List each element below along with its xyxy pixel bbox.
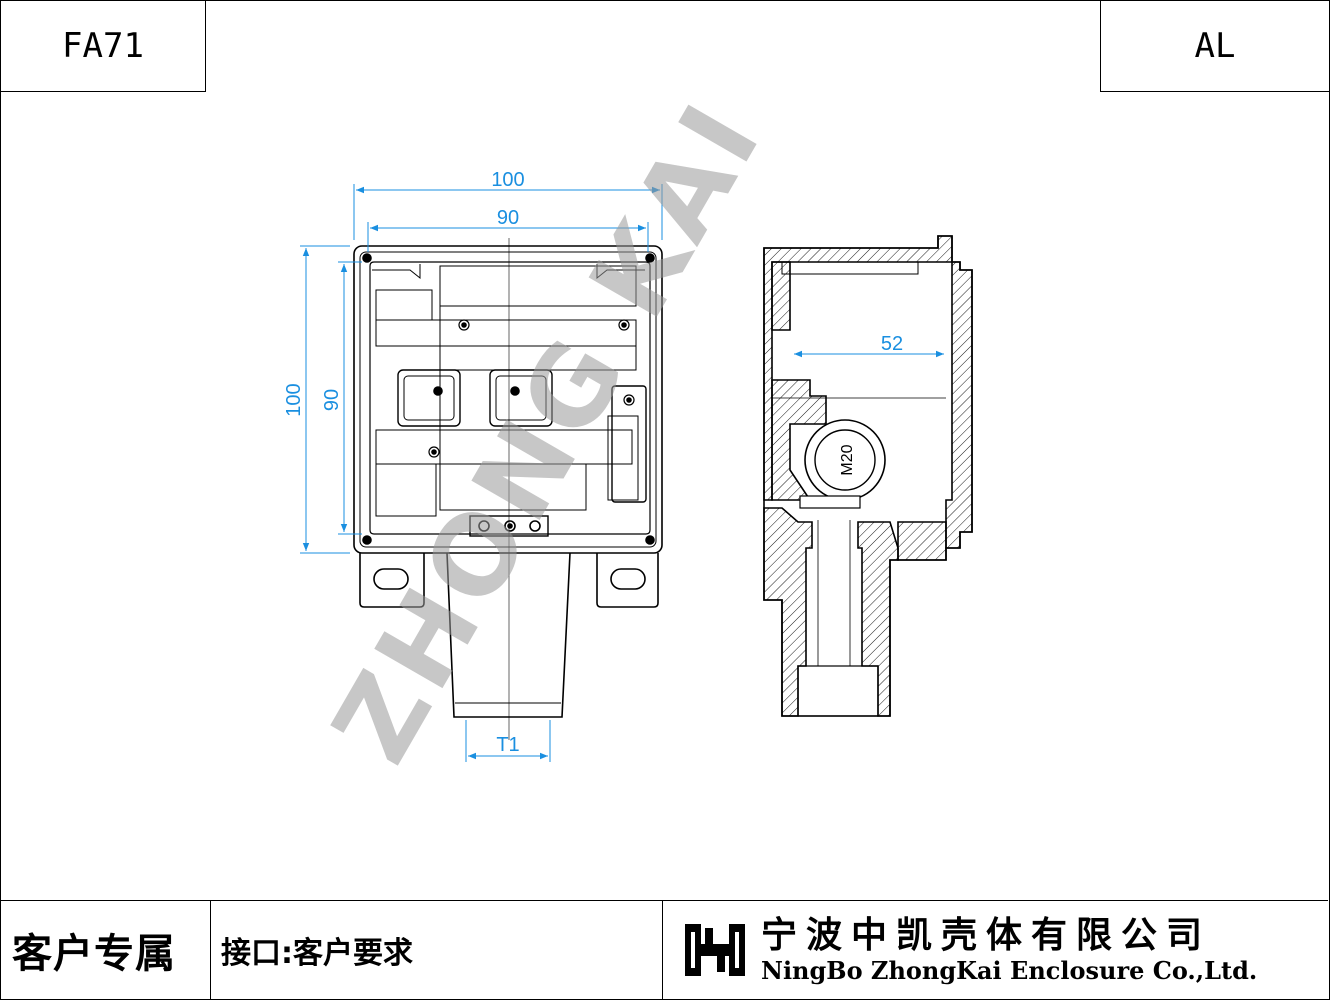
spout-label: T1	[496, 734, 519, 756]
technical-drawing: 100 90 100 90 T1 52 M20 ZHONG	[283, 81, 973, 783]
front-view	[353, 238, 663, 740]
inner-width-label: 90	[497, 207, 519, 229]
interface-note: 接口:客户要求	[221, 936, 413, 971]
company-name-cn: 宁波中凯壳体有限公司	[761, 915, 1212, 956]
customer-cell: 客户专属	[0, 900, 211, 999]
interface-cell: 接口:客户要求	[211, 900, 663, 999]
material-code: AL	[1194, 26, 1236, 66]
depth-label: 52	[881, 333, 903, 355]
model-code-cell: FA71	[0, 0, 206, 92]
side-dimension-labels: 52 M20	[839, 333, 903, 476]
model-code: FA71	[62, 26, 144, 66]
side-view	[763, 235, 973, 717]
customer-label: 客户专属	[12, 931, 176, 977]
watermark-text: ZHONG KAI	[310, 81, 788, 783]
thread-label: M20	[839, 444, 856, 475]
outer-width-label: 100	[491, 169, 524, 191]
material-cell: AL	[1100, 0, 1330, 92]
front-dimensions	[300, 184, 663, 762]
company-name-en: NingBo ZhongKai Enclosure Co.,Ltd.	[761, 956, 1258, 986]
inner-height-label: 90	[321, 389, 343, 411]
front-dimension-labels: 100 90 100 90 T1	[283, 169, 525, 756]
company-logo-icon	[685, 924, 745, 976]
company-cell: 宁波中凯壳体有限公司 NingBo ZhongKai Enclosure Co.…	[663, 900, 1328, 999]
outer-height-label: 100	[283, 383, 305, 416]
